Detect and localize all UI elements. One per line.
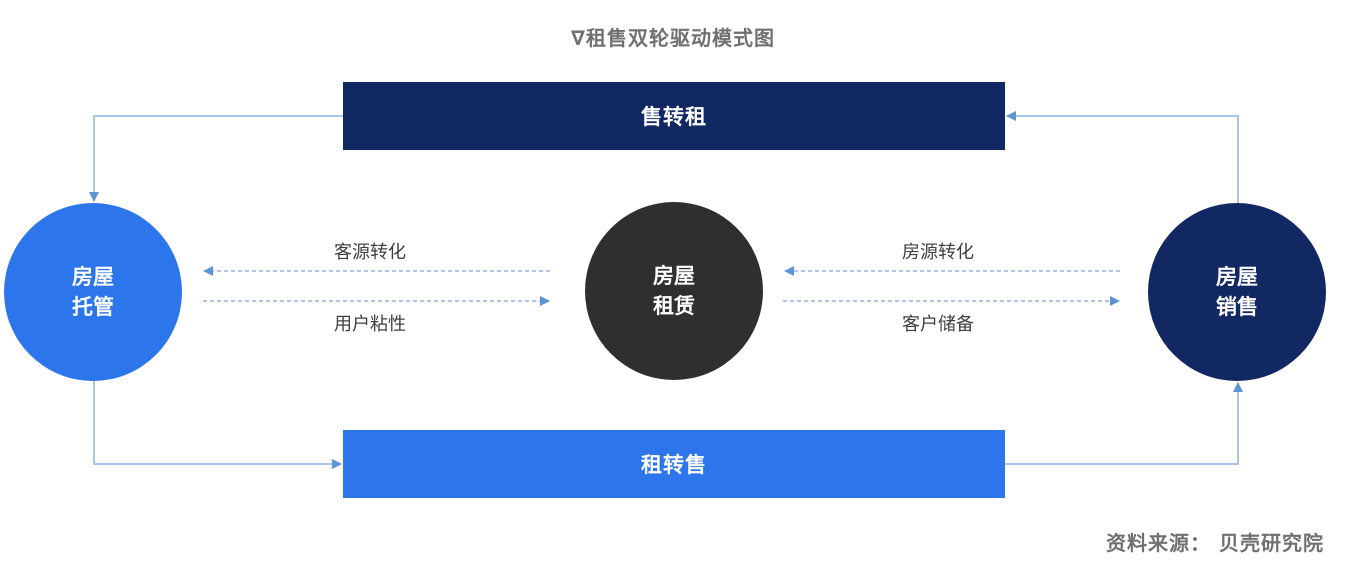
node-label-line1: 房屋 — [72, 265, 114, 289]
rent-to-sale-to-sales-connector — [1005, 382, 1243, 465]
customer-conversion-label: 客源转化 — [334, 242, 406, 263]
property-sales-node: 房屋 销售 — [1148, 203, 1326, 381]
user-stickiness-label: 用户粘性 — [334, 314, 406, 335]
management-to-rent-to-sale-connector — [93, 381, 342, 469]
rent-to-sale-bar: 租转售 — [343, 430, 1005, 498]
sale-to-rent-to-management-connector — [89, 115, 343, 202]
sales-to-sale-to-rent-connector — [1006, 111, 1239, 203]
property-management-node: 房屋 托管 — [4, 203, 182, 381]
rent-to-sale-label: 租转售 — [641, 453, 707, 477]
sale-to-rent-bar: 售转租 — [343, 82, 1005, 150]
diagram-title: ∇租售双轮驱动模式图 — [571, 26, 775, 50]
sale-to-rent-label: 售转租 — [641, 105, 707, 129]
source-note: 资料来源： 贝壳研究院 — [1106, 531, 1324, 555]
node-label-line1: 房屋 — [1216, 265, 1258, 289]
listing-conversion-label: 房源转化 — [902, 242, 974, 263]
property-rental-node: 房屋 租赁 — [585, 202, 763, 380]
node-label-line2: 销售 — [1216, 295, 1258, 319]
node-label-line1: 房屋 — [653, 264, 695, 288]
customer-reserve-label: 客户储备 — [902, 314, 974, 335]
node-label-line2: 托管 — [72, 295, 114, 319]
node-label-line2: 租赁 — [653, 294, 695, 318]
